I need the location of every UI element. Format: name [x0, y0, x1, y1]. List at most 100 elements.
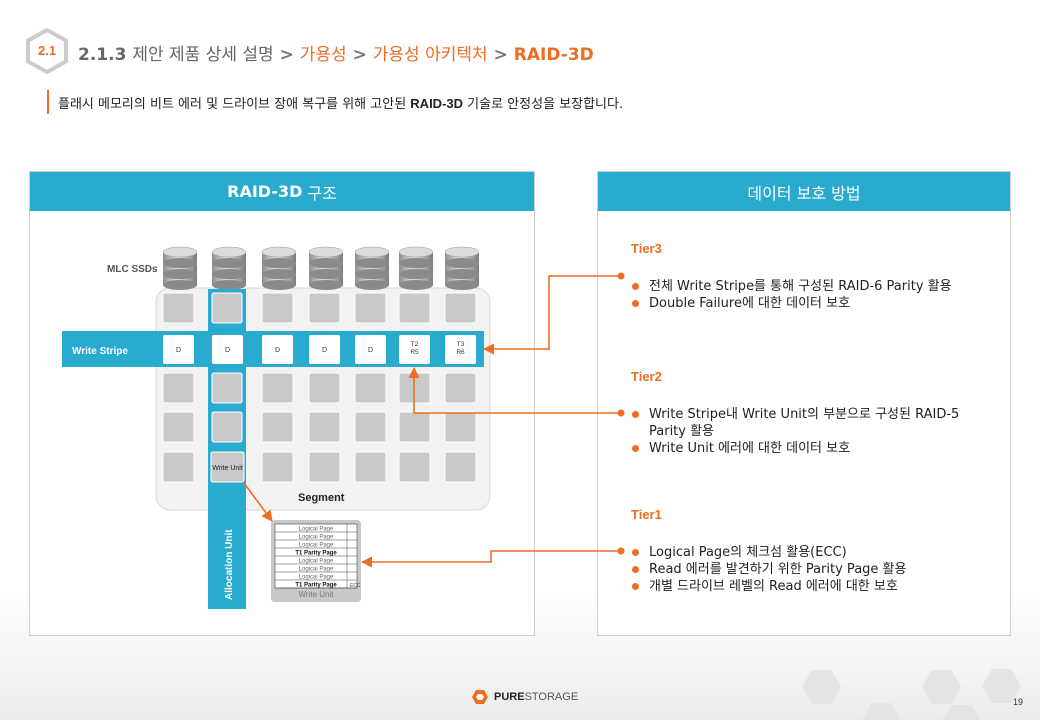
segment-cell: [398, 292, 431, 324]
mlc-ssds-label: MLC SSDs: [107, 264, 158, 275]
page-title: 2.1.3 제안 제품 상세 설명 > 가용성 > 가용성 아키텍처 > RAI…: [78, 40, 594, 65]
tier3-bullet-1: 전체 Write Stripe를 통해 구성된 RAID-6 Parity 활용: [629, 278, 999, 295]
write-unit-detail-caption: Write Unit: [299, 590, 335, 599]
segment-cell: [354, 411, 387, 443]
arrow-tier3: [482, 275, 621, 355]
segment-cell: [162, 372, 195, 404]
segment-cell: [261, 451, 294, 483]
alloc-cell: [211, 292, 243, 324]
tier1-bullet-3: 개별 드라이브 레벨의 Read 에러에 대한 보호: [629, 578, 999, 595]
data-cell: [355, 335, 386, 364]
tier2-bullets: Write Stripe내 Write Unit의 부분으로 구성된 RAID-…: [629, 406, 999, 457]
data-cell: [262, 335, 293, 364]
tier1-bullet-2: Read 에러를 발견하기 위한 Parity Page 활용: [629, 561, 999, 578]
data-cell-label: D: [176, 347, 181, 354]
database-icon: [211, 246, 247, 290]
wu-row-label: T1 Parity Page: [295, 551, 337, 557]
database-icon: [398, 246, 434, 290]
t2-label-line1: T2: [411, 341, 419, 348]
arrow-tier3-dot: [617, 272, 625, 280]
database-icon: [444, 246, 480, 290]
wu-row-label: T1 Parity Page: [295, 583, 337, 589]
wu-row-label: Logical Page: [299, 535, 334, 541]
breadcrumb-separator: >: [352, 45, 367, 65]
breadcrumb-separator: >: [279, 45, 294, 65]
segment-cell: [308, 411, 341, 443]
tier1-bullet-1: Logical Page의 체크섬 활용(ECC): [629, 544, 999, 561]
t3-parity-cell: [445, 335, 476, 364]
database-icon: [261, 246, 297, 290]
tier1-bullets: Logical Page의 체크섬 활용(ECC) Read 에러를 발견하기 …: [629, 544, 999, 595]
panel-header-bold: RAID-3D: [227, 182, 303, 201]
segment-cell: [444, 451, 477, 483]
panel-header-protection: 데이터 보호 방법: [598, 172, 1010, 211]
segment-cell: [308, 451, 341, 483]
database-icon: [162, 246, 198, 290]
logo-text: PURESTORAGE: [494, 691, 579, 703]
title-main: 제안 제품 상세 설명: [132, 45, 274, 65]
breadcrumb-availability: 가용성: [299, 45, 347, 65]
write-unit-label: Write Unit: [212, 465, 243, 472]
segment-cell: [261, 292, 294, 324]
data-cell-label: D: [275, 347, 280, 354]
segment-cell: [354, 451, 387, 483]
write-unit-cell: [210, 451, 245, 483]
panel-header-structure: RAID-3D 구조: [30, 172, 534, 211]
data-cell-label: D: [368, 347, 373, 354]
data-protection-panel: 데이터 보호 방법: [597, 171, 1011, 636]
database-icon: [354, 246, 390, 290]
ecc-label: ECC: [350, 583, 361, 589]
data-cell: [163, 335, 194, 364]
tier2-bullet-2: Write Unit 에러에 대한 데이터 보호: [629, 440, 999, 457]
tier3-title: Tier3: [631, 241, 662, 256]
segment-cell: [354, 372, 387, 404]
write-stripe-label: Write Stripe: [72, 346, 128, 357]
segment-cell: [444, 292, 477, 324]
page-number: 19: [1013, 697, 1024, 707]
segment-cell: [162, 451, 195, 483]
tier1-title: Tier1: [631, 507, 662, 522]
breadcrumb-raid3d: RAID-3D: [513, 45, 594, 65]
tier3-bullet-2: Double Failure에 대한 데이터 보호: [629, 295, 999, 312]
subtitle-text-pre: 플래시 메모리의 비트 에러 및 드라이브 장애 복구를 위해 고안된: [58, 97, 407, 112]
t3-label-line2: R6: [456, 349, 465, 356]
wu-row-label: Logical Page: [299, 527, 334, 533]
allocation-unit-label: Allocation Unit: [224, 529, 235, 600]
title-number: 2.1.3: [78, 45, 127, 65]
t2-label-line2: R5: [410, 349, 419, 356]
segment-cell: [162, 292, 195, 324]
t2-parity-cell: [399, 335, 430, 364]
segment-label: Segment: [298, 492, 345, 504]
breadcrumb-architecture: 가용성 아키텍처: [372, 45, 488, 65]
section-number: 2.1: [38, 43, 57, 58]
arrow-to-write-unit-detail: [243, 482, 273, 522]
alloc-cell: [211, 411, 243, 443]
database-icon: [308, 246, 344, 290]
data-cell: [309, 335, 340, 364]
segment-cell: [261, 411, 294, 443]
wu-row-label: Logical Page: [299, 575, 334, 581]
purestorage-logo-icon: [472, 690, 488, 704]
tier2-title: Tier2: [631, 369, 662, 384]
wu-row-label: Logical Page: [299, 559, 334, 565]
purestorage-logo: PURESTORAGE: [472, 689, 578, 705]
segment-cell: [261, 372, 294, 404]
segment-cell: [398, 451, 431, 483]
tier3-bullets: 전체 Write Stripe를 통해 구성된 RAID-6 Parity 활용…: [629, 278, 999, 312]
subtitle-text-post: 기술로 안정성을 보장합니다.: [467, 97, 624, 112]
arrow-tier2: [408, 366, 621, 414]
segment-cell: [308, 292, 341, 324]
arrow-tier1-dot: [617, 547, 625, 555]
breadcrumb-separator: >: [493, 45, 508, 65]
subtitle-text-bold: RAID-3D: [410, 96, 464, 111]
data-cell: [212, 335, 243, 364]
panel-header-rest: 구조: [307, 183, 337, 203]
alloc-cell: [211, 372, 243, 404]
wu-row-label: Logical Page: [299, 543, 334, 549]
ssd-database-icons: [162, 246, 480, 290]
tier2-bullet-1: Write Stripe내 Write Unit의 부분으로 구성된 RAID-…: [629, 406, 999, 440]
arrow-tier2-dot: [617, 409, 625, 417]
